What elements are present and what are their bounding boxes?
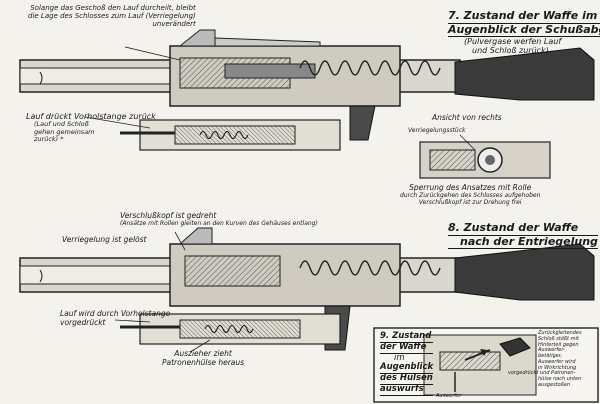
inset-note-line4: Auswerfer-	[538, 347, 565, 354]
lauf-wird-note: Lauf wird durch Vorholstange vorgedrückt	[60, 309, 171, 327]
section-8-title-line2: nach der Entriegelung	[448, 235, 598, 250]
top-left-note-line2: die Lage des Schlosses zum Lauf (Verrieg…	[28, 12, 196, 21]
inset-note-line9: hülse nach unten	[538, 376, 582, 382]
lauf-wird-line1: Lauf wird durch Vorholstange	[60, 309, 171, 318]
section-9-line6: auswurfs	[380, 384, 434, 396]
section-9-title: 9. Zustand der Waffe im Augenblick des H…	[380, 331, 434, 396]
buttstock-bottom	[454, 243, 595, 301]
sperrung-line3: Verschlußkopf ist zur Drehung frei	[418, 198, 522, 206]
verschlusskopf-line2: (Ansätze mit Rollen gleiten an den Kurve…	[120, 219, 318, 227]
section-8-title-line1: 8. Zustand der Waffe	[448, 221, 598, 236]
section-9-line2: der Waffe	[380, 342, 434, 354]
auszieher-note: Auszieher zieht Patronenhülse heraus	[162, 349, 245, 367]
section-8-title: 8. Zustand der Waffe nach der Entriegelu…	[448, 221, 598, 250]
inset-note-line3: Hinterteil gegen	[538, 341, 579, 348]
section-9-line3: im	[394, 352, 405, 363]
inset-note-line1: Zurückgleitendes	[538, 330, 582, 336]
sperrung-note: Sperrung des Ansatzes mit Rolle durch Zu…	[400, 183, 541, 206]
gun-state-7	[19, 29, 595, 151]
verschlusskopf-note: Verschlußkopf ist gedreht (Ansätze mit R…	[120, 211, 318, 228]
sperrung-line1: Sperrung des Ansatzes mit Rolle	[409, 183, 532, 192]
section-7-subtitle-line2: und Schloß zurück)	[472, 46, 549, 56]
section-7-title-line2: Augenblick der Schußabgabe	[448, 23, 600, 38]
buttstock-top	[454, 47, 595, 101]
inset-note-line8: vorgedrückt und Patronen-	[508, 370, 576, 377]
auszieher-line2: Patronenhülse heraus	[162, 357, 245, 367]
sperrung-line2: durch Zurückgehen des Schlosses aufgehob…	[400, 191, 541, 199]
section-7-title-line1: 7. Zustand der Waffe im	[448, 9, 600, 24]
section-9-line5: des Hülsen	[380, 373, 434, 385]
top-left-note-line3: unverändert	[152, 20, 196, 29]
inset-note-line10: ausgestoßen	[538, 381, 571, 388]
auszieher-line1: Auszieher zieht	[174, 349, 232, 358]
inset-note: Zurückgleitendes Schloß stößt mit Hinter…	[508, 330, 582, 389]
ansicht-label: Ansicht von rechts	[432, 113, 502, 122]
bolt-bottom	[184, 255, 281, 287]
lauf-drueckt-line4: zurück) *	[34, 135, 64, 144]
section-7-subtitle: (Pulvergase werfen Lauf und Schloß zurüc…	[464, 37, 561, 55]
recoil-spring-top	[299, 60, 441, 76]
section-9-line4: Augenblick	[380, 362, 434, 375]
section-7-subtitle-line1: (Pulvergase werfen Lauf	[464, 37, 562, 46]
inset-note-line5: betätiger,	[538, 353, 563, 359]
section-9-line1: 9. Zustand	[380, 331, 434, 343]
gun-state-8	[19, 227, 595, 353]
verschlusskopf-line1: Verschlußkopf ist gedreht	[120, 211, 217, 220]
lauf-wird-line2: vorgedrückt	[60, 317, 106, 327]
lauf-drueckt-line1: Lauf drückt Vorholstange zurück	[26, 112, 156, 121]
verriegelung-geloest-label: Verriegelung ist gelöst	[62, 235, 147, 244]
inset-note-line7: in Wirkrichtung	[538, 364, 577, 371]
section-7-title: 7. Zustand der Waffe im Augenblick der S…	[448, 9, 600, 38]
inset-state-9	[373, 327, 599, 403]
inset-note-line2: Schloß stößt mit	[538, 335, 579, 342]
auswerfer-label: Auswerfer	[436, 393, 462, 399]
verriegelungsstueck-label: Verriegelungsstück	[408, 127, 466, 134]
top-left-note-line1: Solange das Geschoß den Lauf durcheilt, …	[30, 4, 196, 12]
barrel-bore-top	[19, 67, 171, 85]
lauf-drueckt-line2: (Lauf und Schloß	[34, 120, 89, 129]
side-view-detail	[419, 134, 551, 179]
top-left-note: Solange das Geschoß den Lauf durcheilt, …	[28, 4, 196, 28]
inset-note-line6: Auswerfer wird	[538, 358, 576, 365]
grip-top	[349, 105, 376, 141]
lauf-drueckt-line3: gehen gemeinsam	[34, 127, 95, 136]
lauf-drueckt-note: Lauf drückt Vorholstange zurück (Lauf un…	[26, 112, 156, 144]
